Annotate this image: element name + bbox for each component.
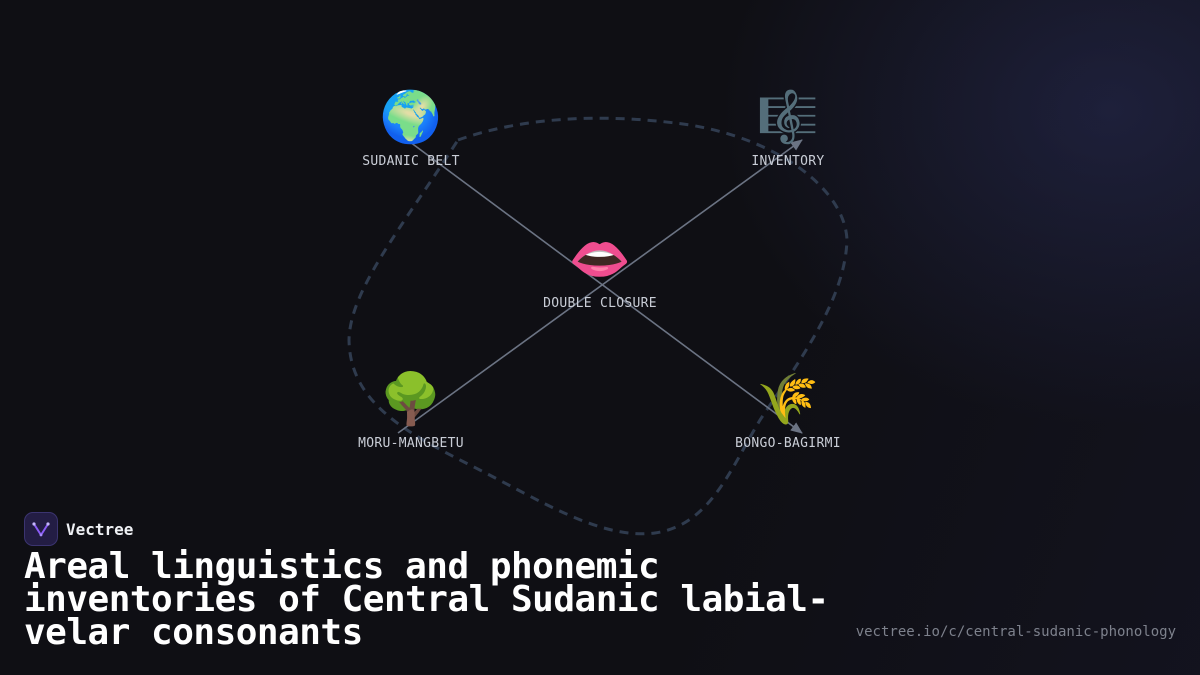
vectree-logo-icon (24, 512, 58, 546)
page-title: Areal linguistics and phonemic inventori… (24, 546, 829, 653)
globe-icon: 🌍 (379, 89, 443, 147)
node-moru-mangbetu[interactable]: 🌳 MORU-MANGBETU (311, 370, 511, 451)
brand-name: Vectree (66, 519, 134, 539)
node-label: INVENTORY (751, 154, 825, 169)
brand[interactable]: Vectree (24, 512, 133, 546)
source-url[interactable]: vectree.io/c/central-sudanic-phonology (855, 624, 1176, 640)
edge-moru-mangbetu-to-inventory (397, 139, 803, 434)
node-label: BONGO-BAGIRMI (735, 436, 841, 451)
node-bongo-bagirmi[interactable]: 🌾 BONGO-BAGIRMI (688, 370, 888, 451)
node-label: MORU-MANGBETU (358, 436, 464, 451)
edge-sudanic-belt-to-bongo-bagirmi (409, 141, 803, 434)
node-sudanic-belt[interactable]: 🌍 SUDANIC BELT (311, 88, 511, 169)
node-label: SUDANIC BELT (362, 154, 460, 169)
node-double-closure[interactable]: 👄 DOUBLE CLOSURE (500, 230, 700, 311)
musical-score-icon: 🎼 (756, 89, 820, 147)
tree-icon: 🌳 (379, 371, 443, 429)
cycle-loop-dashed (347, 116, 849, 536)
node-inventory[interactable]: 🎼 INVENTORY (688, 88, 888, 169)
node-label: DOUBLE CLOSURE (543, 296, 657, 311)
lips-icon: 👄 (568, 231, 632, 289)
sheaf-of-rice-icon: 🌾 (756, 371, 820, 429)
